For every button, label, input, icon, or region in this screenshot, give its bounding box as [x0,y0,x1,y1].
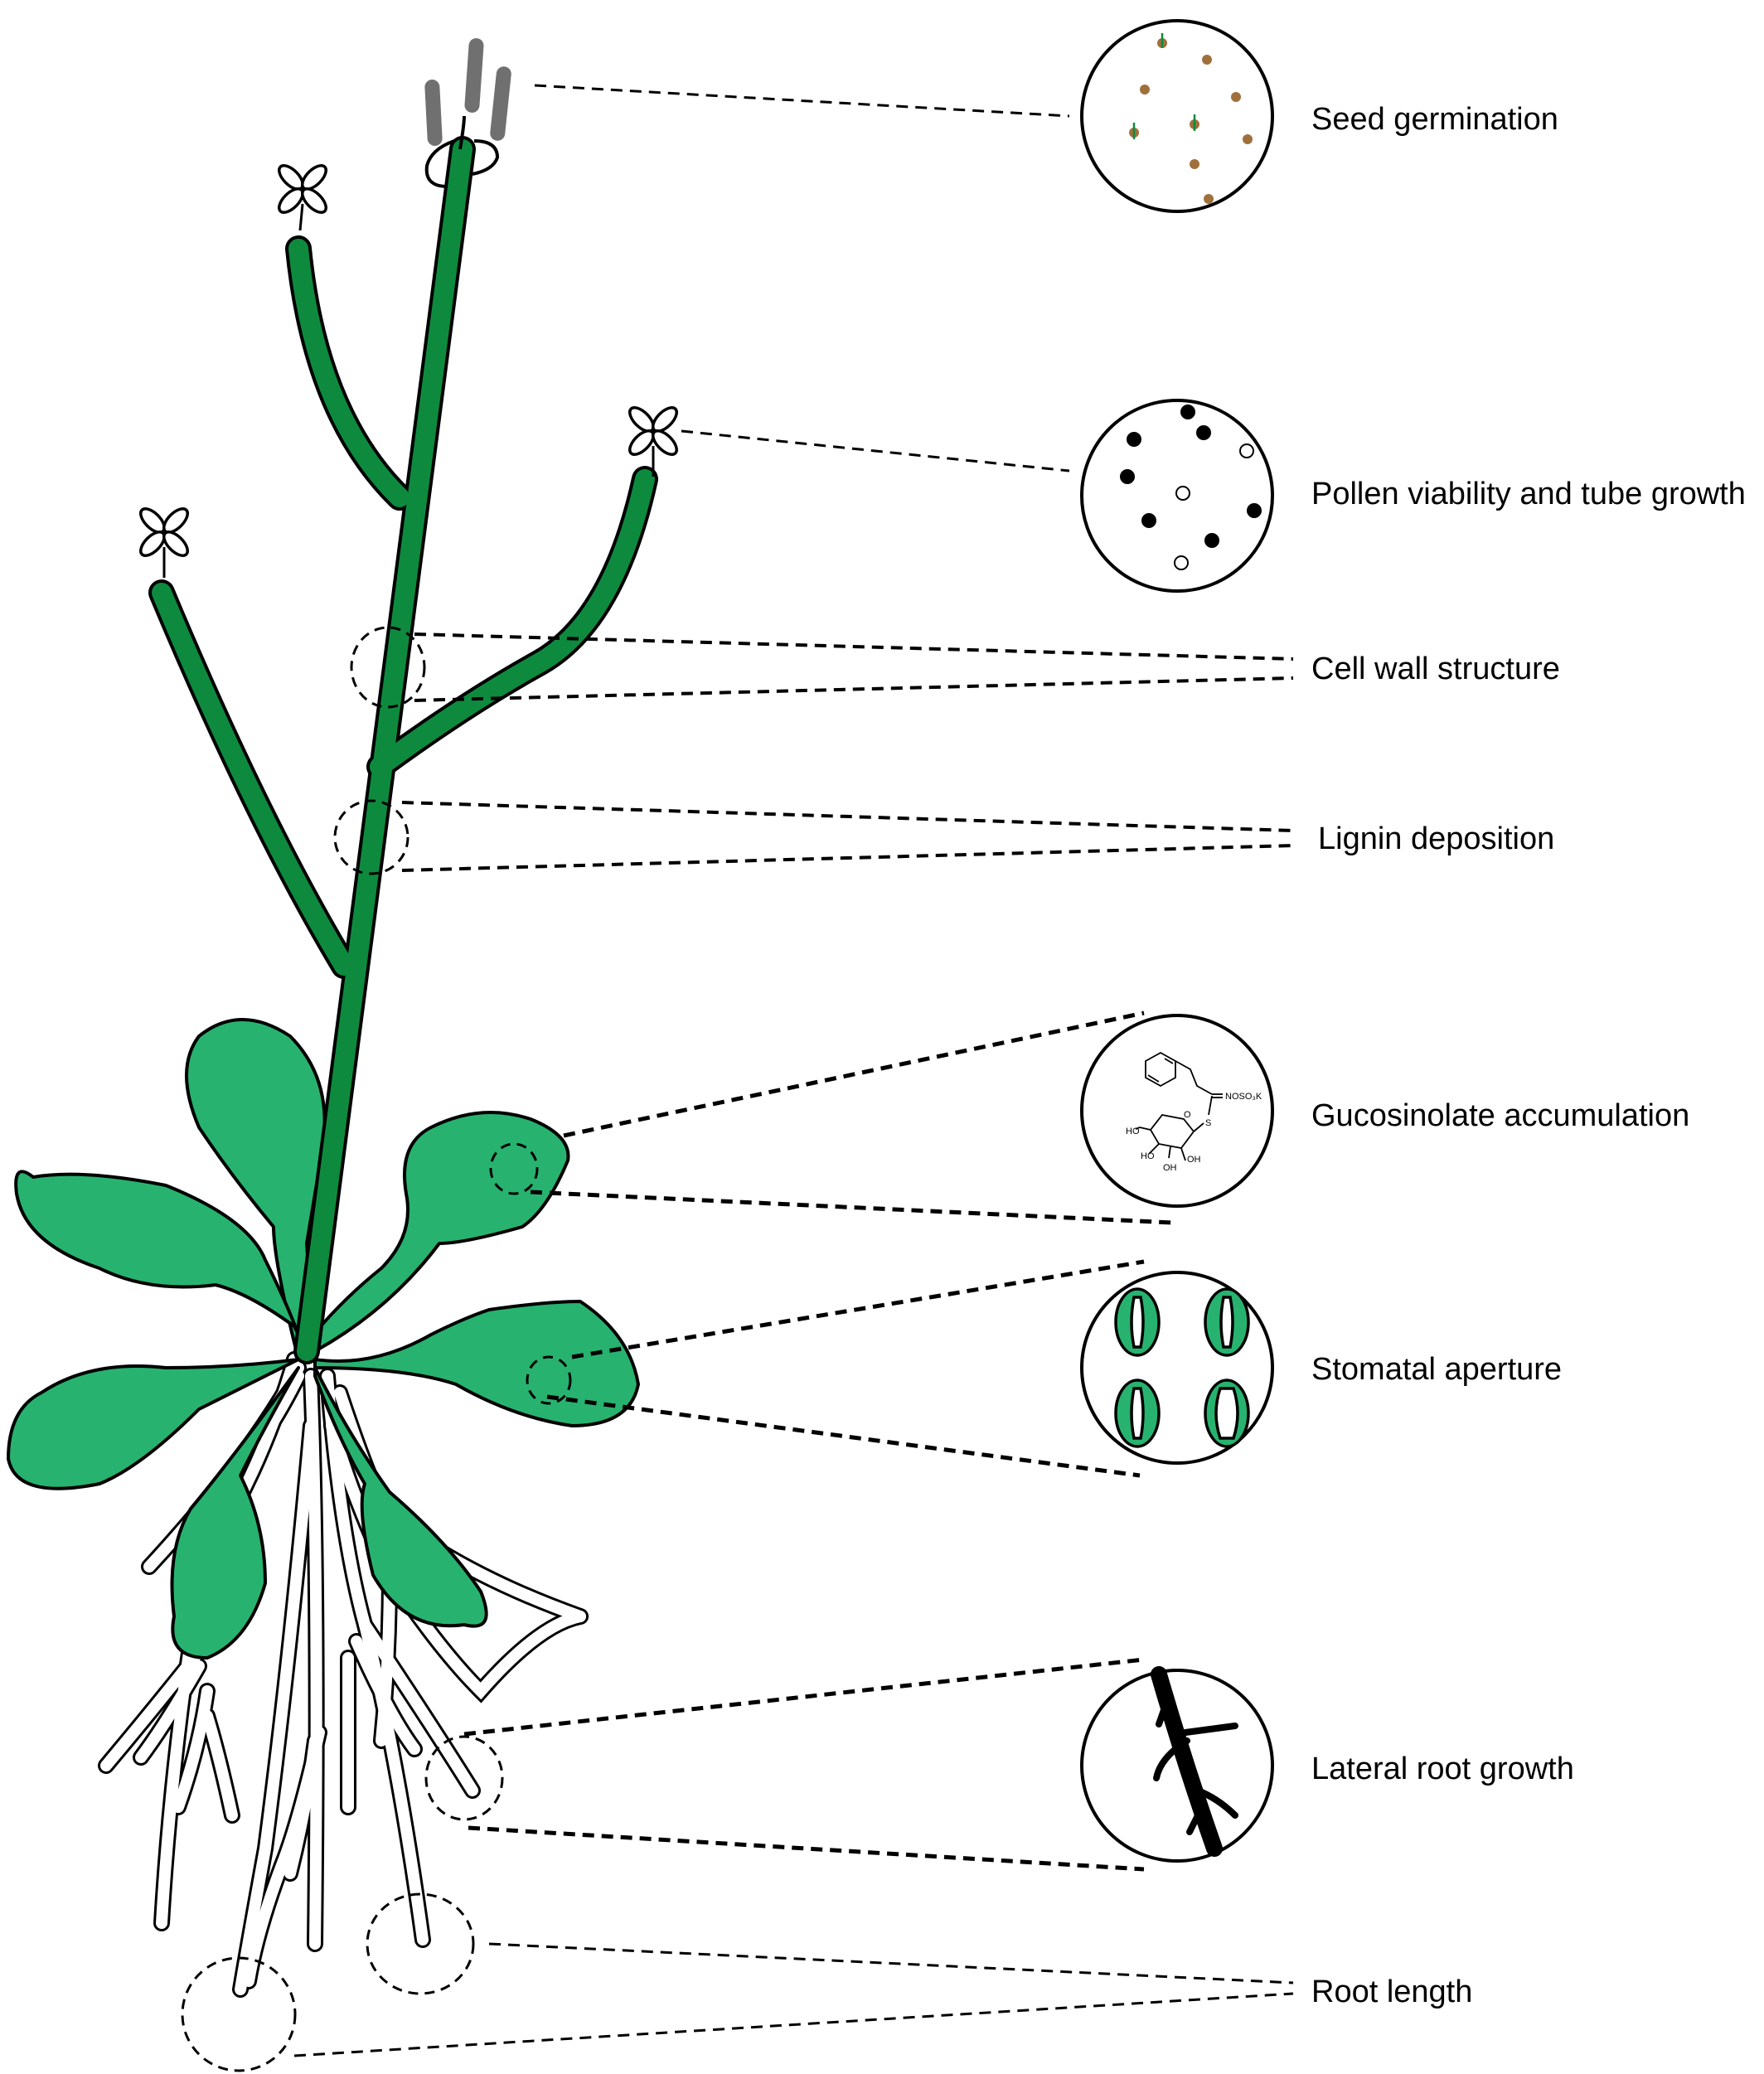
molecule-label-s: S [1205,1118,1211,1128]
inset-seed-germination [1080,19,1274,213]
lateral-root-icon [1151,1666,1238,1857]
label-lateral-root: Lateral root growth [1311,1752,1574,1786]
inset-stomatal [1080,1271,1274,1465]
glucosinolate-structure-icon [1135,1051,1223,1161]
leaf-right [313,1300,640,1427]
leaf-bottom-center [170,1366,300,1660]
label-cell-wall: Cell wall structure [1311,652,1560,686]
label-seed-germination: Seed germination [1311,102,1558,137]
molecule-label-o: O [1184,1110,1191,1120]
molecule-label-nosok: NOSO₃K [1225,1092,1262,1102]
molecule-label-ho2: HO [1141,1151,1155,1161]
label-glucosinolate: Gucosinolate accumulation [1311,1098,1690,1133]
leaf-bottom-right [313,1366,488,1628]
rosette-leaves [7,1018,640,1660]
leaf-upper-left [185,1018,327,1361]
label-pollen-viability: Pollen viability and tube growth [1311,477,1746,511]
stoma-icon [1114,1287,1250,1448]
label-stomatal: Stomatal aperture [1311,1352,1563,1387]
inset-glucosinolate: NOSO₃K S O HO HO OH OH [1080,1014,1274,1208]
flower-icon [139,164,678,578]
selection-circles [181,626,572,2072]
label-root-length: Root length [1311,1975,1473,2009]
root-system [98,1351,589,1998]
molecule-label-oh1: OH [1187,1155,1201,1165]
stem-system [148,136,658,1364]
leaf-lower-left [7,1358,300,1490]
leaf-upper-right [305,1111,570,1353]
molecule-label-oh2: OH [1163,1163,1177,1173]
leader-lines [293,84,1294,2057]
leaf-left [14,1170,300,1336]
molecule-label-ho1: HO [1126,1127,1140,1136]
inset-pollen [1080,399,1274,593]
label-lignin: Lignin deposition [1318,821,1555,856]
pollen-grain-icon [1120,405,1262,570]
siliques [424,38,511,188]
inset-lateral-root [1080,1666,1274,1863]
